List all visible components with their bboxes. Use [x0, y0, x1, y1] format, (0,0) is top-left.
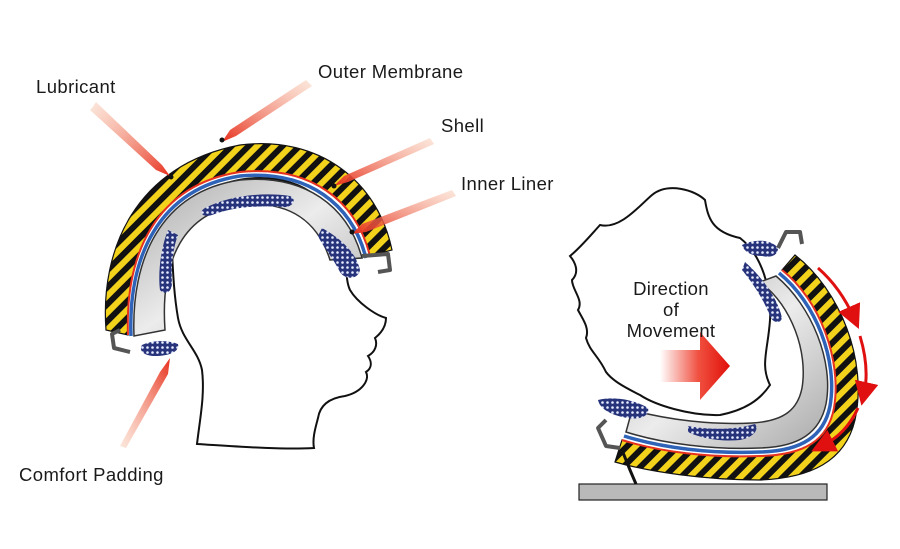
left-padding-rear [159, 230, 178, 293]
rotation-arrow-middle [854, 335, 879, 406]
right-padding-rear [598, 398, 649, 419]
right-shell [625, 275, 829, 450]
outer-membrane-label: Outer Membrane [318, 61, 464, 82]
comfort-padding-pointer [120, 358, 170, 448]
shell-label: Shell [441, 115, 485, 136]
left-padding-front [318, 228, 360, 278]
left-rear-clip [110, 328, 131, 354]
left-helmet [90, 80, 456, 450]
left-padding-neck [140, 341, 179, 356]
right-padding-side [742, 262, 782, 323]
comfort-padding-label: Comfort Padding [19, 464, 164, 485]
outer-membrane-pointer [222, 80, 312, 142]
shell-pointer [334, 138, 434, 186]
left-front-clip [361, 252, 392, 274]
right-chin-strap [620, 449, 638, 485]
right-top-clip [776, 230, 804, 249]
left-lubricant-layer [126, 170, 371, 336]
rotation-arrow-lower [811, 407, 860, 452]
rotation-arrow-upper [817, 266, 861, 329]
left-membrane-layer [129, 173, 368, 337]
right-padding-top [742, 240, 778, 257]
direction-line-3: Movement [626, 320, 716, 341]
left-padding-top [201, 194, 294, 216]
lubricant-pointer [90, 102, 170, 176]
direction-arrow [660, 332, 730, 400]
direction-line-1: Direction [633, 278, 709, 299]
inner-liner-label: Inner Liner [461, 173, 554, 194]
direction-of-movement-label: Direction of Movement [596, 278, 746, 341]
right-rear-clip [596, 418, 621, 450]
direction-line-2: of [662, 299, 680, 320]
lubricant-label: Lubricant [36, 76, 116, 97]
ground-surface [578, 483, 828, 501]
right-helmet [568, 187, 879, 501]
right-padding-bottom [688, 424, 757, 441]
inner-liner-pointer [352, 190, 456, 234]
left-shell [133, 178, 363, 337]
